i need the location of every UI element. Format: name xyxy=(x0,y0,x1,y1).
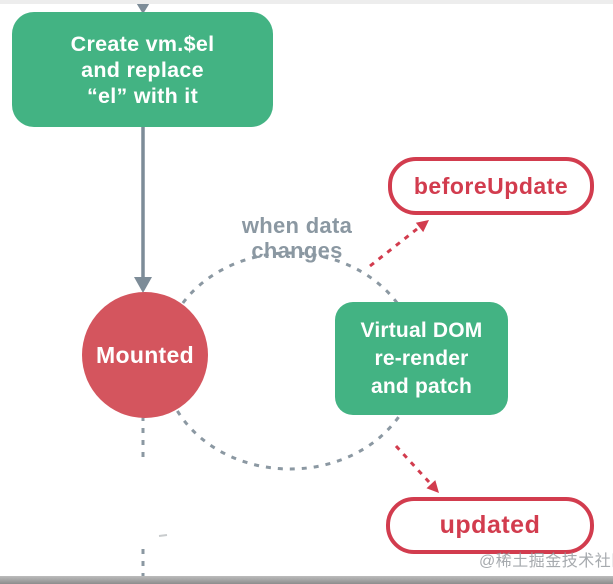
virtual-dom-line-2: re-render xyxy=(374,346,469,370)
faint-dash-artifact xyxy=(158,534,168,537)
when-data-changes-label: when data changes xyxy=(207,213,387,263)
when-data-changes-line-2: changes xyxy=(251,238,343,263)
before-update-arrowhead-icon xyxy=(415,220,429,233)
top-arrowhead-icon xyxy=(135,1,151,14)
before-update-label: beforeUpdate xyxy=(413,172,569,199)
flow-arrowhead-icon xyxy=(134,277,152,293)
updated-arrowhead-icon xyxy=(426,480,439,493)
mounted-label: Mounted xyxy=(96,341,194,368)
updated-label: updated xyxy=(439,511,541,539)
virtual-dom-line-1: Virtual DOM xyxy=(360,318,483,342)
when-data-changes-line-1: when data xyxy=(241,213,353,238)
create-el-line-1: Create vm.$el xyxy=(70,31,215,56)
virtual-dom-line-3: and patch xyxy=(371,374,472,398)
updated-arrow-line xyxy=(394,444,431,484)
bottom-crop-strip xyxy=(0,576,613,584)
watermark: @稀土掘金技术社区 xyxy=(479,553,613,570)
create-el-line-2: and replace xyxy=(81,57,204,82)
before-update-node: beforeUpdate xyxy=(388,157,594,215)
mounted-node: Mounted xyxy=(82,292,208,418)
top-crop-strip xyxy=(0,0,613,4)
updated-node: updated xyxy=(386,497,594,554)
create-el-line-3: “el” with it xyxy=(86,83,199,108)
virtual-dom-node: Virtual DOM re-render and patch xyxy=(335,302,508,415)
create-el-node: Create vm.$el and replace “el” with it xyxy=(12,12,273,127)
